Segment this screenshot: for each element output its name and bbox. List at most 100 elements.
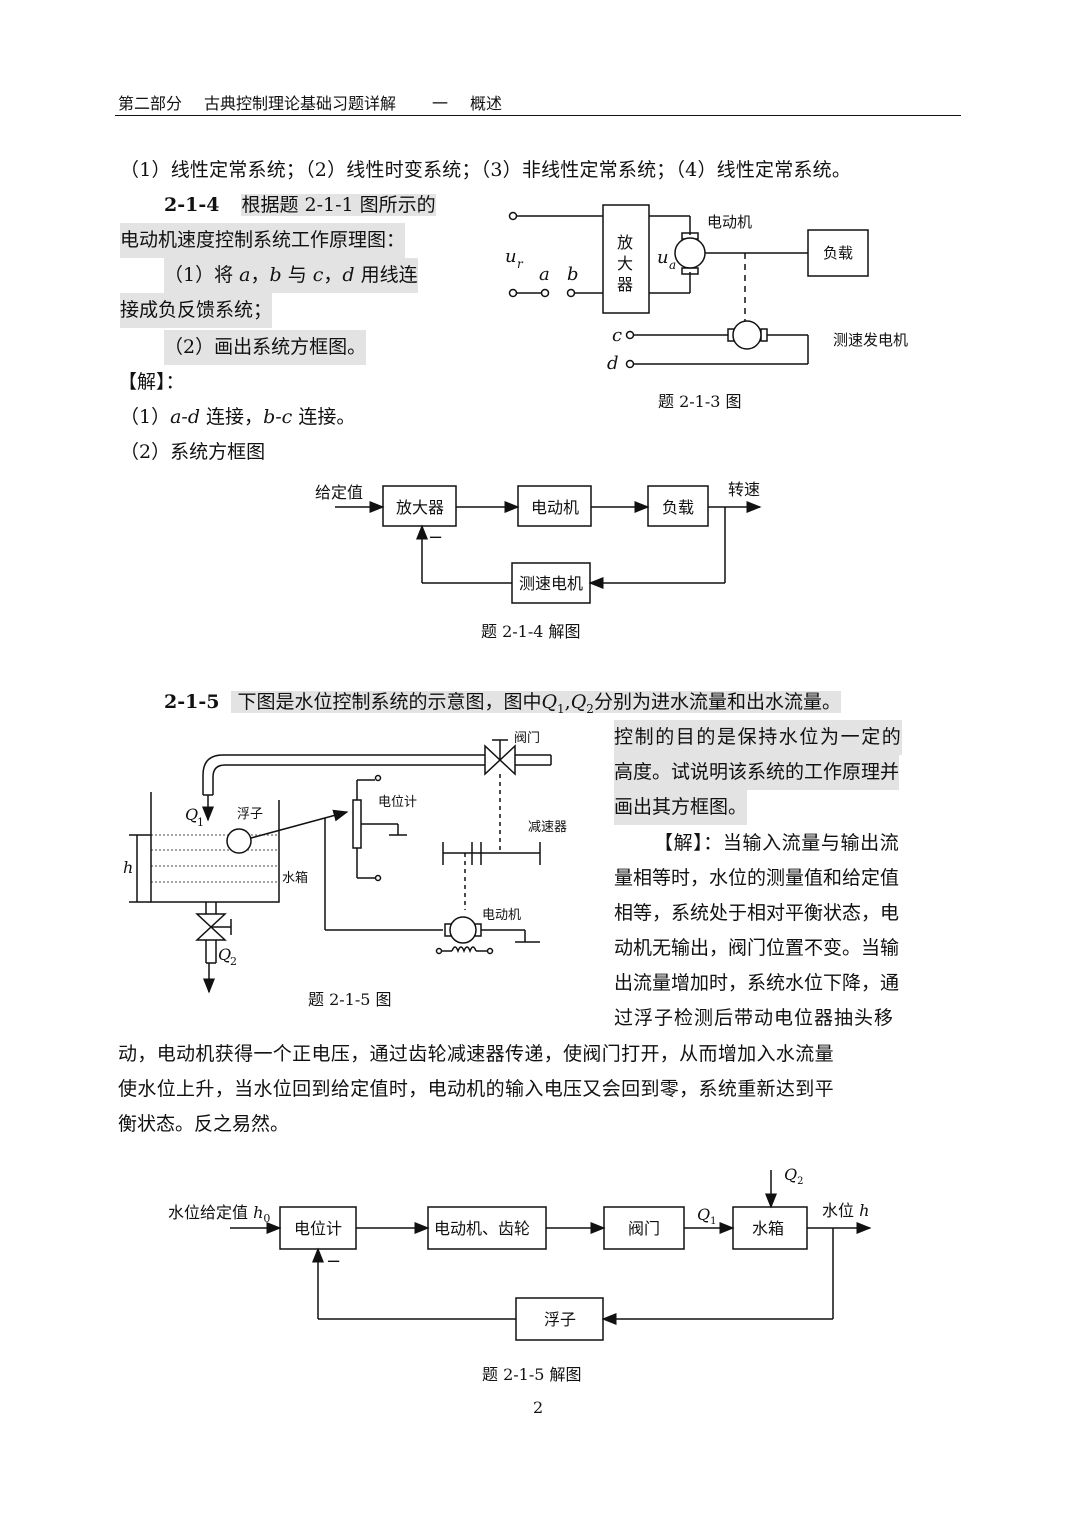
problem-2-1-4-item1: （1）将 a，b 与 c，d 用线连	[164, 258, 418, 293]
pot-label: 电位计	[294, 1219, 342, 1238]
q2-sub: 2	[230, 955, 237, 968]
solution-line-5: 出流量增加时，系统水位下降，通	[614, 972, 900, 994]
terminal-a	[508, 288, 518, 298]
sep: ，	[323, 264, 343, 286]
output-h: h	[859, 1201, 869, 1220]
page-number: 2	[533, 1398, 544, 1417]
block-motor	[517, 485, 592, 527]
input-h-sub: 0	[263, 1212, 270, 1225]
output-label: 水位 h	[822, 1201, 869, 1220]
header-rule	[115, 115, 961, 116]
pot-label: 电位计	[378, 795, 417, 810]
answer-text: （1）	[120, 406, 171, 428]
caption-2-1-5-solution: 题 2-1-5 解图	[482, 1365, 582, 1384]
label-c: c	[612, 325, 622, 346]
minus-sign: −	[428, 527, 443, 548]
float-label: 浮子	[544, 1310, 576, 1329]
label-ua: u	[657, 247, 669, 268]
var-c: c	[312, 264, 324, 286]
figure-2-1-5-block-diagram: 水位给定值 h0 电位计 电动机、齿轮 阀门 水箱 浮子 Q1 Q2 水位 h …	[168, 1165, 872, 1384]
solution-line-3: 相等，系统处于相对平衡状态，电	[614, 902, 900, 924]
problem-2-1-5-line4: 画出其方框图。	[614, 790, 748, 825]
label-ua-sub: a	[669, 258, 676, 272]
problem-2-1-4-line2: 电动机速度控制系统工作原理图：	[120, 223, 406, 258]
question-text: 下图是水位控制系统的示意图，图中Q1,Q2分别为进水流量和出水流量。	[231, 691, 841, 716]
amplifier-box	[602, 204, 650, 314]
solution-line-6: 过浮子检测后带动电位器抽头移	[614, 1007, 895, 1029]
load-label: 负载	[662, 498, 694, 517]
terminal-b	[566, 288, 576, 298]
motor-symbol	[674, 237, 706, 269]
running-header: 第二部分古典控制理论基础习题详解一概述	[118, 90, 502, 114]
var-q2-sub: 2	[586, 701, 594, 716]
solution-line-1: 【解】：当输入流量与输出流	[654, 832, 900, 854]
solution-full-line-2: 使水位上升，当水位回到给定值时，电动机的输入电压又会回到零，系统重新达到平	[118, 1078, 834, 1100]
amp-char-3: 器	[617, 275, 633, 294]
input-label: 给定值	[315, 483, 363, 502]
load-label: 负载	[823, 244, 853, 262]
output-text: 水位	[822, 1201, 859, 1220]
problem-2-1-5-line3: 高度。试说明该系统的工作原理并	[614, 755, 900, 790]
q1: Q	[697, 1205, 710, 1224]
problem-number: 2-1-4	[164, 194, 220, 216]
block-load	[647, 485, 709, 527]
sep: ,	[564, 691, 571, 713]
q1-sub: 1	[197, 816, 204, 829]
terminal-d	[625, 359, 635, 369]
problem-2-1-4-line1: 2-1-4 根据题 2-1-1 图所示的	[164, 188, 436, 223]
input-h: h	[253, 1203, 263, 1222]
tank-label: 水箱	[752, 1219, 784, 1238]
answer-var: b-c	[263, 406, 293, 428]
motor-label: 电动机	[482, 908, 521, 923]
answer-2: （2）系统方框图	[120, 441, 266, 463]
q2-label: Q2	[784, 1165, 804, 1187]
header-part: 第二部分	[118, 94, 183, 113]
amp-label: 放大器	[396, 498, 444, 517]
var-a: a	[239, 264, 251, 286]
var-q2: Q	[570, 691, 587, 713]
figure-2-1-5-tank: 阀门 浮子 电位计 减速器 水箱 电动机 h Q 1 Q 2 题 2-1-5 图	[123, 731, 567, 1009]
tank-label: 水箱	[282, 870, 308, 886]
load-box	[807, 229, 869, 277]
terminal-a2	[540, 288, 550, 298]
motor-gear-label: 电动机、齿轮	[434, 1219, 530, 1238]
tacho-label: 测速发电机	[833, 331, 908, 349]
item-text: 与	[281, 264, 313, 286]
figure-2-1-4-block-diagram: 给定值 放大器 电动机 负载 转速 测速电机 − 题 2-1-4 解图	[315, 480, 762, 641]
solution-line-2: 量相等时，水位的测量值和给定值	[614, 867, 900, 889]
caption-2-1-3: 题 2-1-3 图	[658, 392, 742, 411]
var-q1: Q	[541, 691, 558, 713]
problem-2-1-5-line2: 控制的目的是保持水位为一定的	[614, 720, 903, 755]
figure-2-1-3-circuit: 放 大 器 电动机 负载 测速发电机 u r u a a b c d 题 2-1…	[505, 204, 908, 411]
q2: Q	[784, 1165, 797, 1184]
answer-var: a-d	[170, 406, 201, 428]
item-text: 用线连	[354, 264, 418, 286]
solution-label: 【解】：	[118, 371, 185, 393]
minus-sign: −	[326, 1251, 341, 1272]
var-b: b	[269, 264, 282, 286]
header-chapter: 概述	[470, 94, 503, 113]
float	[226, 828, 252, 854]
question-text-b: 分别为进水流量和出水流量。	[593, 691, 841, 713]
output-label: 转速	[728, 480, 760, 499]
caption-2-1-5: 题 2-1-5 图	[308, 990, 392, 1009]
answer-text: 连接。	[292, 406, 356, 428]
answer-1: （1）a-d 连接，b-c 连接。	[120, 400, 355, 435]
label-a: a	[539, 264, 550, 285]
valve-label: 阀门	[514, 731, 540, 746]
caption-2-1-4: 题 2-1-4 解图	[481, 622, 581, 641]
label-ur-sub: r	[517, 257, 524, 271]
label-ur: u	[505, 246, 517, 267]
input-text: 水位给定值	[168, 1203, 253, 1222]
sep: ，	[250, 264, 270, 286]
label-d: d	[607, 353, 619, 374]
amp-char-2: 大	[617, 254, 633, 273]
water-tank	[150, 792, 280, 903]
var-d: d	[342, 264, 355, 286]
q1-sub: 1	[710, 1216, 716, 1227]
feedback-label: 测速电机	[519, 574, 583, 593]
header-chapter-no: 一	[432, 94, 449, 113]
problem-2-1-4-item2: （2）画出系统方框图。	[164, 330, 367, 365]
amp-char-1: 放	[617, 233, 633, 252]
